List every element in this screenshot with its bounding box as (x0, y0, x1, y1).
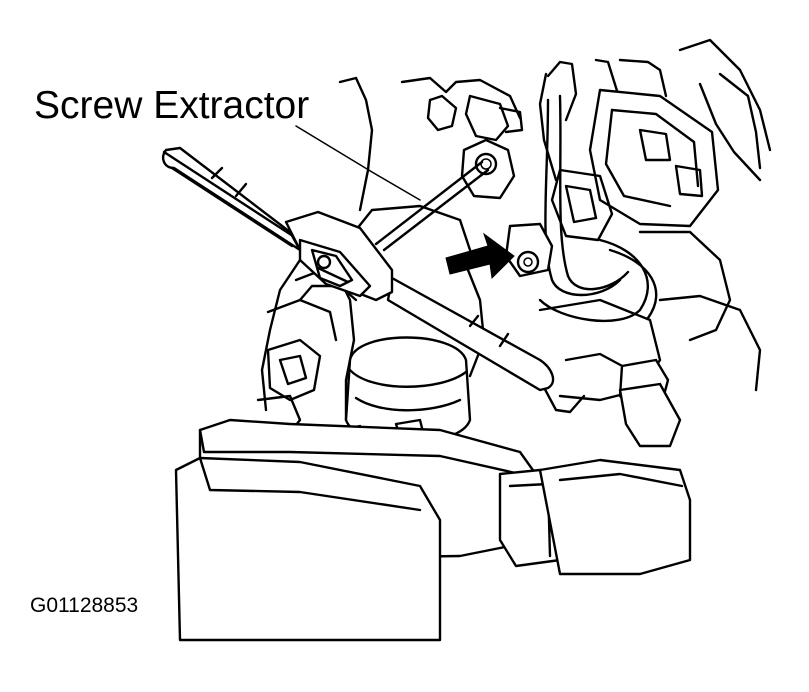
connector-module (550, 88, 720, 242)
lower-dash-panel (174, 418, 692, 642)
screw-extractor-label: Screw Extractor (34, 84, 310, 127)
target-bolt (504, 222, 554, 278)
upper-bracket-assembly (338, 38, 772, 212)
direction-arrow-icon (445, 232, 515, 280)
left-mount-bracket (256, 258, 358, 442)
screw-extractor-tool (162, 125, 555, 392)
lower-right-housing (538, 230, 762, 448)
wire-harness (538, 94, 658, 323)
figure-id: G01128853 (30, 594, 139, 617)
